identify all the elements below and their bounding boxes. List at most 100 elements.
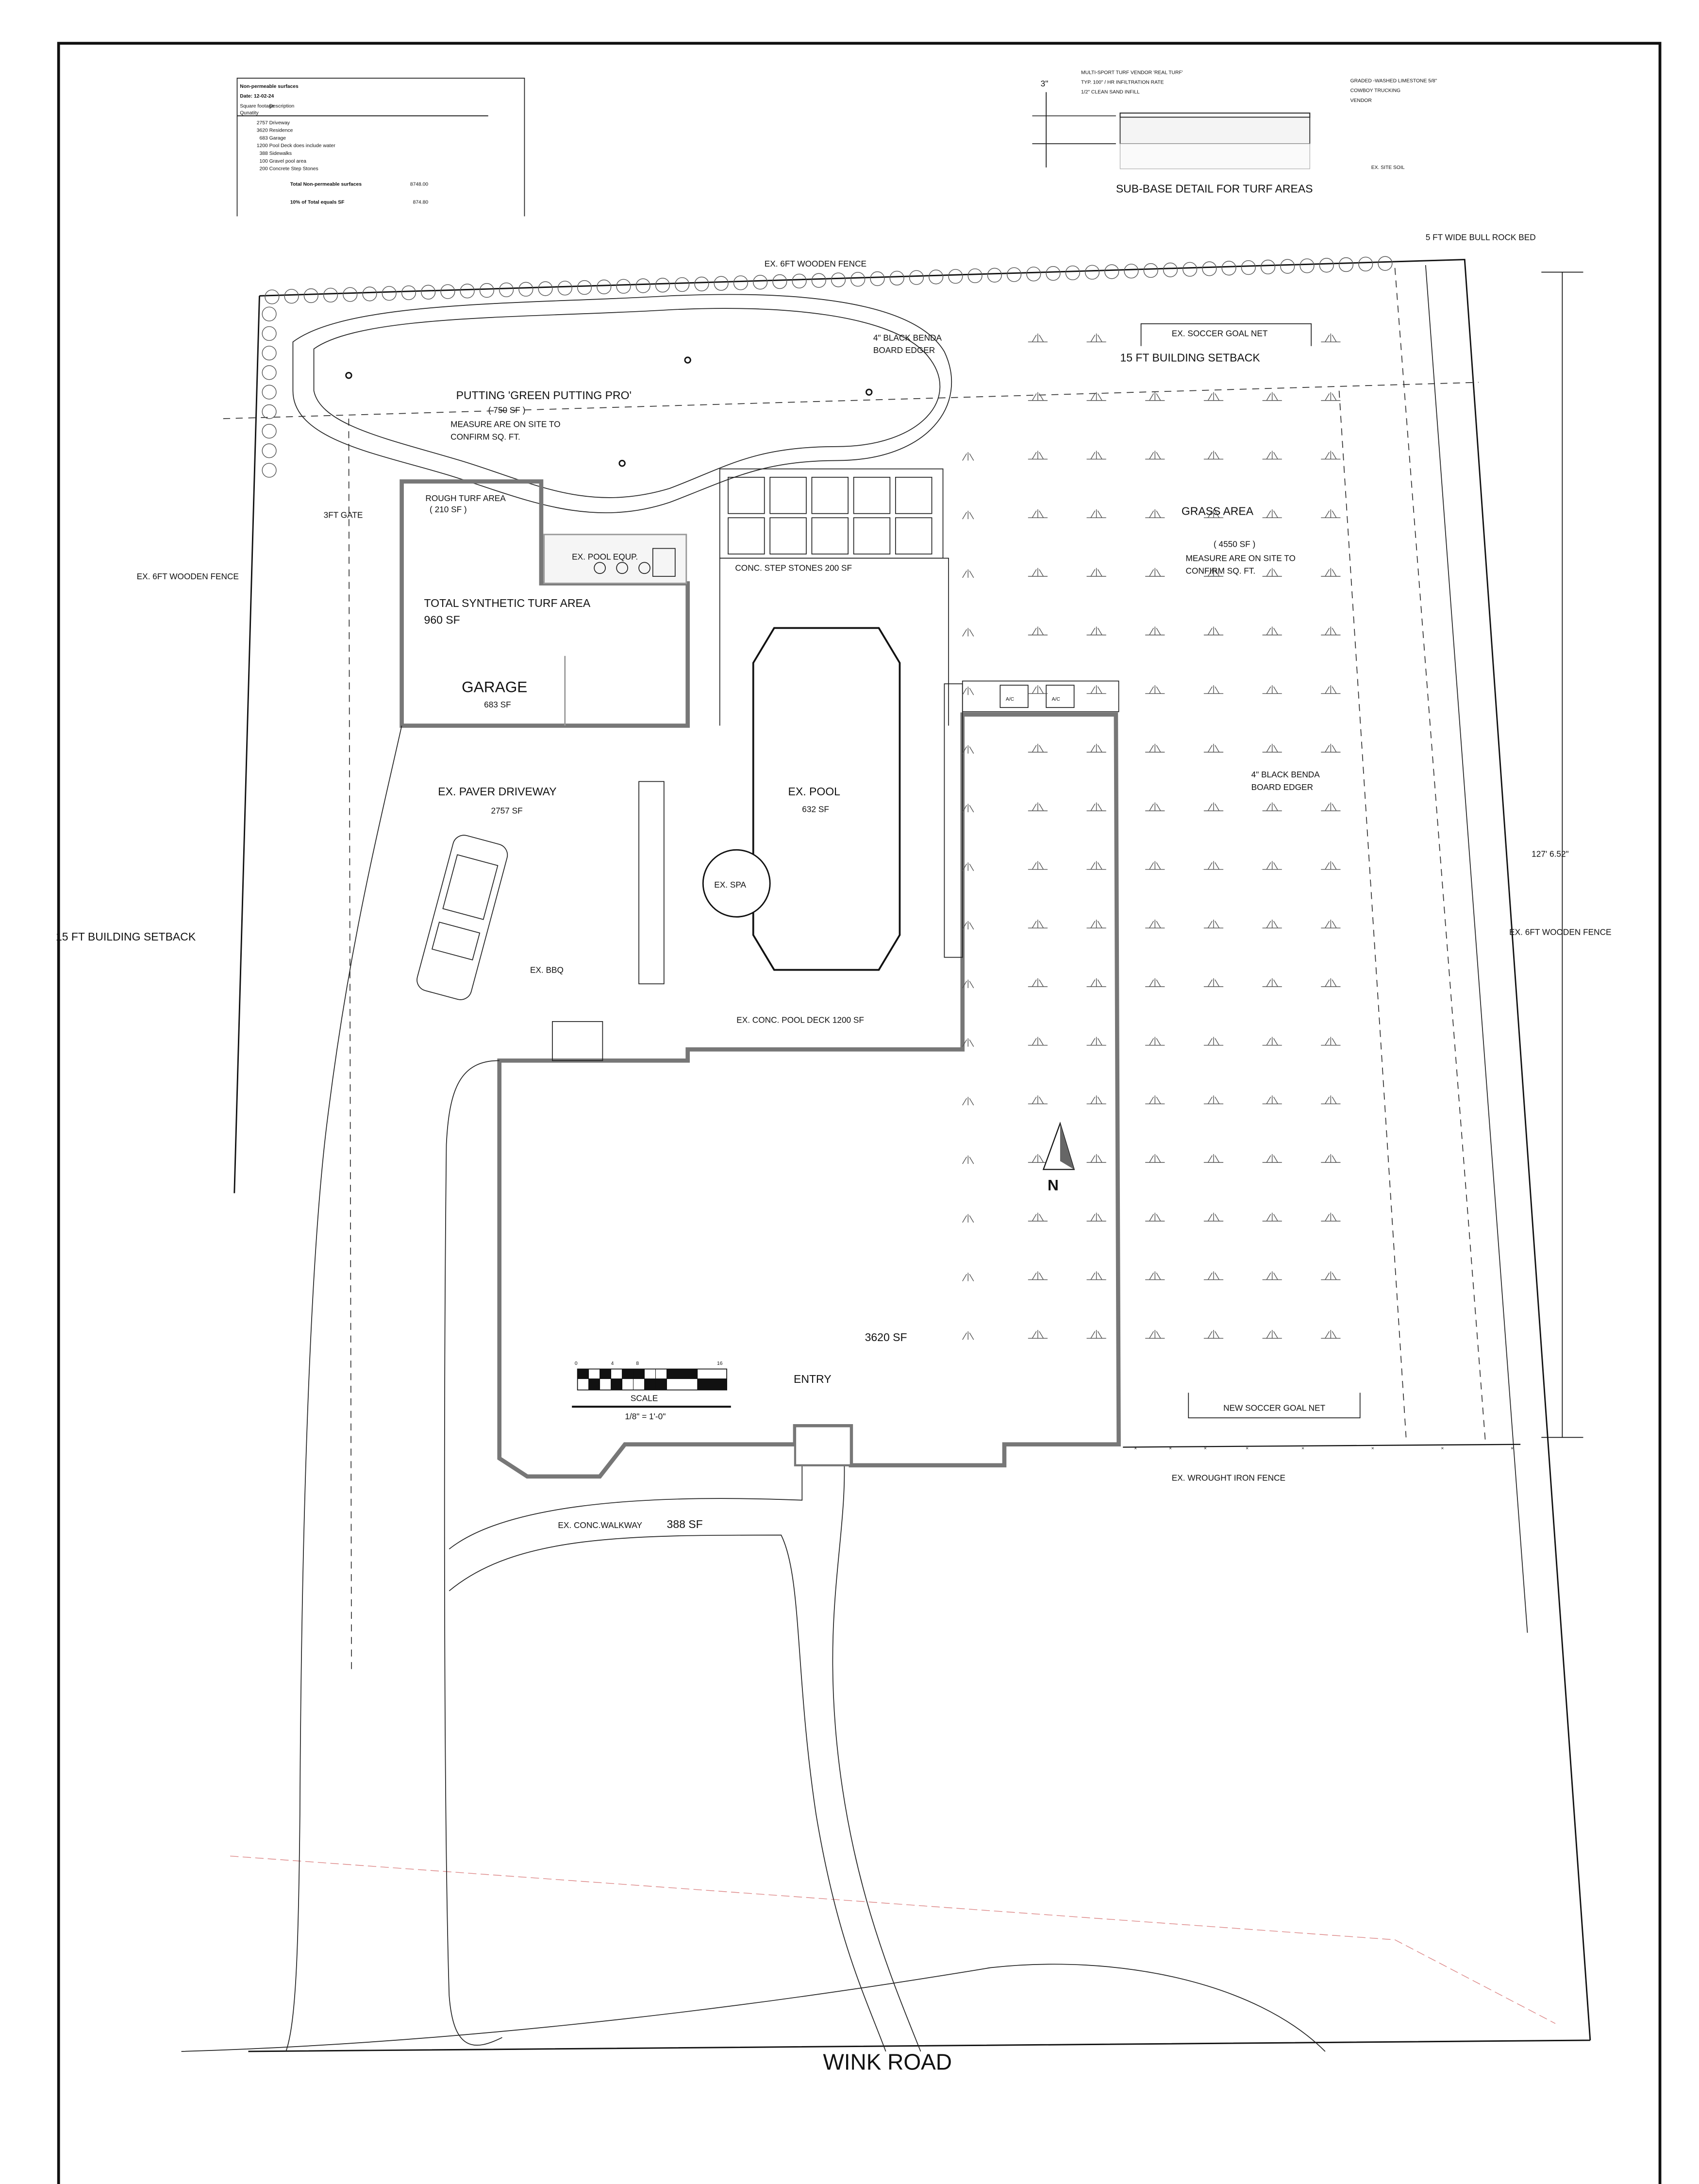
shrub-icon [499,282,514,298]
grass-tuft-icon [1145,1212,1165,1222]
shrub-icon [1241,260,1256,275]
side-path [944,683,963,958]
table-row-desc: Concrete Step Stones [269,167,318,172]
label-fence-left: EX. 6FT WOODEN FENCE [137,571,239,581]
grass-tuft-icon [1203,451,1224,460]
grass-tuft-icon [1262,1271,1282,1280]
scale-cell [622,1369,634,1379]
fence-post-icon: × [1204,1446,1207,1451]
grass-tuft-icon [1028,743,1048,753]
shrub-icon [694,276,709,291]
label-putting-note-1: MEASURE ARE ON SITE TO [450,419,560,429]
table-pct-value: 874.80 [413,200,429,205]
grass-tuft-icon [1028,451,1048,460]
grass-tuft-icon [1145,743,1165,753]
grass-tufts [962,333,1341,1340]
label-setback-top: 15 FT BUILDING SETBACK [1120,351,1260,364]
road-edge [181,1964,1326,2052]
shrub-icon [753,275,768,290]
shrub-icon [1378,256,1393,271]
grass-tuft-icon [1145,920,1165,929]
table-header-qty: Qunatity [240,111,259,116]
grass-tuft-icon [1203,509,1224,519]
scale-tick-16: 16 [717,1361,723,1366]
grass-tuft-icon [1203,1271,1224,1280]
shrub-icon [889,270,904,286]
label-garage-sf: 683 SF [484,700,511,709]
shrub-icon [284,289,299,304]
grass-tuft-icon [1321,802,1341,811]
grass-tuft-icon [1145,568,1165,577]
label-walkway-sf: 388 SF [667,1518,703,1530]
setback-line-pink [230,1855,1556,2024]
scale-cell [622,1378,634,1391]
shrub-icon [460,284,475,299]
shrub-icon [675,277,690,292]
scale-ratio: 1/8" = 1'-0" [625,1411,666,1421]
shrub-icon [831,272,846,287]
shrub-icon [440,284,455,299]
grass-tuft-icon [1145,1154,1165,1163]
grass-tuft-icon [1321,920,1341,929]
grass-tuft-icon [1321,333,1341,342]
table-row-qty: 388 [259,151,267,156]
shrub-icon [262,306,277,321]
grass-tuft-icon [1086,509,1106,519]
grass-tuft-icon [1203,685,1224,694]
grass-tuft-icon [1203,1095,1224,1105]
scale-cell [633,1378,645,1391]
grass-tuft-icon [962,1331,974,1340]
label-pool-sf: 632 SF [802,805,829,814]
grass-tuft-icon [962,1214,974,1223]
grass-tuft-icon [1086,451,1106,460]
label-edger-right-2: BOARD EDGER [1251,782,1313,792]
step-stone [769,477,807,514]
table-row-qty: 100 [259,159,267,164]
grass-tuft-icon [1321,685,1341,694]
grass-tuft-icon [1203,1212,1224,1222]
shrub-icon [421,285,436,300]
shrub-icon [733,275,748,290]
grass-tuft-icon [1086,1271,1106,1280]
fence-post-icon: × [1441,1446,1444,1451]
grass-tuft-icon [1321,1037,1341,1046]
grass-tuft-icon [1262,1154,1282,1163]
shrub-icon [1299,258,1315,273]
shrub-icon [1026,267,1041,282]
grass-tuft-icon [1028,685,1048,694]
grass-tuft-icon [1145,1037,1165,1046]
detail-turf-1: MULTI-SPORT TURF VENDOR 'REAL TURF' [1081,70,1183,75]
grass-tuft-icon [962,804,974,813]
shrub-icon [635,278,650,293]
grass-tuft-icon [1262,626,1282,636]
grass-tuft-icon [1321,1330,1341,1339]
shrub-icon [262,346,277,361]
shrub-icon [1046,266,1061,281]
grass-tuft-icon [1145,861,1165,870]
step-stone [853,477,891,514]
table-header-desc: Description [269,103,295,109]
shrub-icon [1202,261,1217,276]
table-title: Non-permeable surfaces [240,84,299,89]
grass-tuft-icon [1262,1037,1282,1046]
shrub-icon [1319,258,1334,273]
shrub-icon [262,443,277,458]
grass-tuft-icon [1262,451,1282,460]
detail-turf-3: 1/2" CLEAN SAND INFILL [1081,90,1140,95]
property-line [233,259,1591,2052]
shrub-icon [655,278,670,293]
north-arrow: N [1042,1122,1075,1194]
ac-label-2: A/C [1052,697,1061,702]
label-synthetic-title: TOTAL SYNTHETIC TURF AREA [424,597,591,609]
grass-tuft-icon [1086,392,1106,401]
grass-tuft-icon [1321,626,1341,636]
detail-stone-1: GRADED -WASHED LIMESTONE 5/8" [1350,79,1437,84]
grass-tuft-icon [962,628,974,637]
fence-post-marks: ×××××××× [1134,1446,1514,1451]
shrub-icon [518,282,533,297]
grass-tuft-icon [962,921,974,930]
sheet-border [57,42,1662,2184]
putting-green-edger [292,294,952,513]
grass-tuft-icon [1145,685,1165,694]
grass-tuft-icon [962,510,974,520]
